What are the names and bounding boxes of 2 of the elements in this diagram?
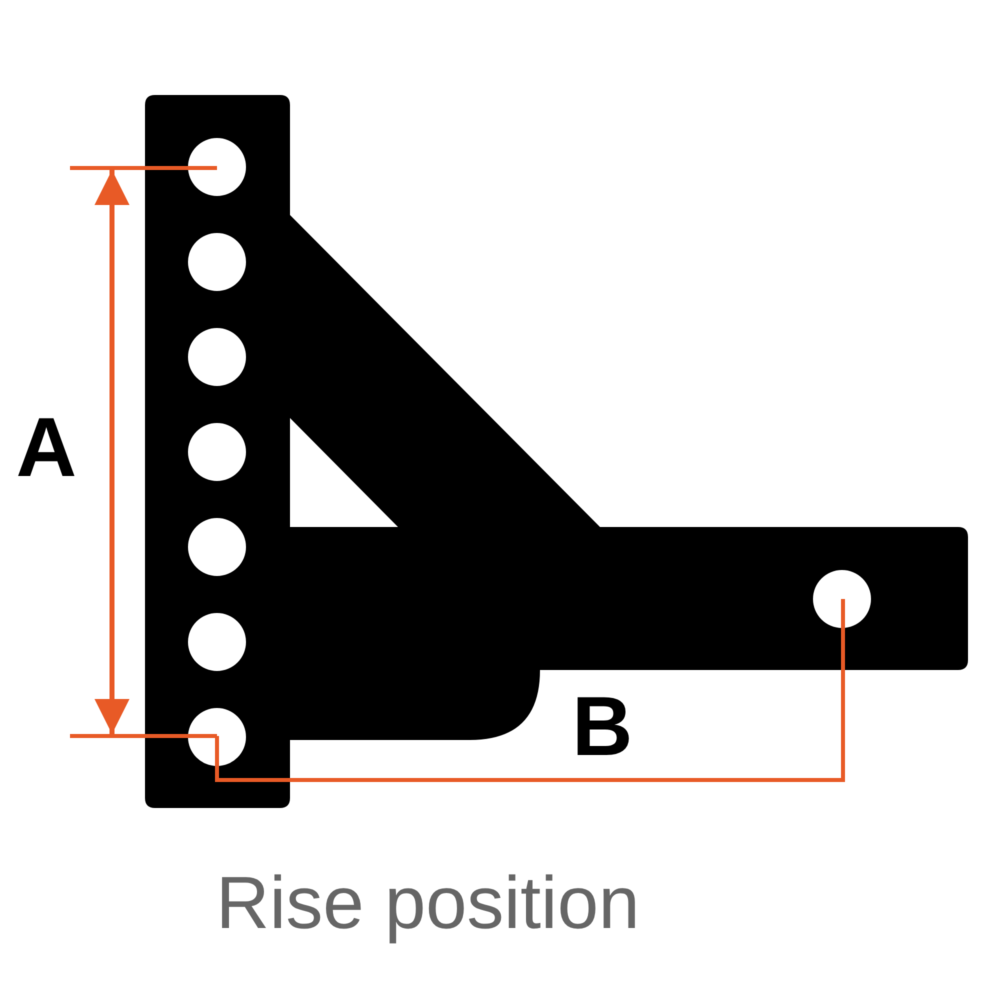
dimension-label: B	[572, 684, 633, 768]
dimension-label: A	[16, 405, 77, 489]
